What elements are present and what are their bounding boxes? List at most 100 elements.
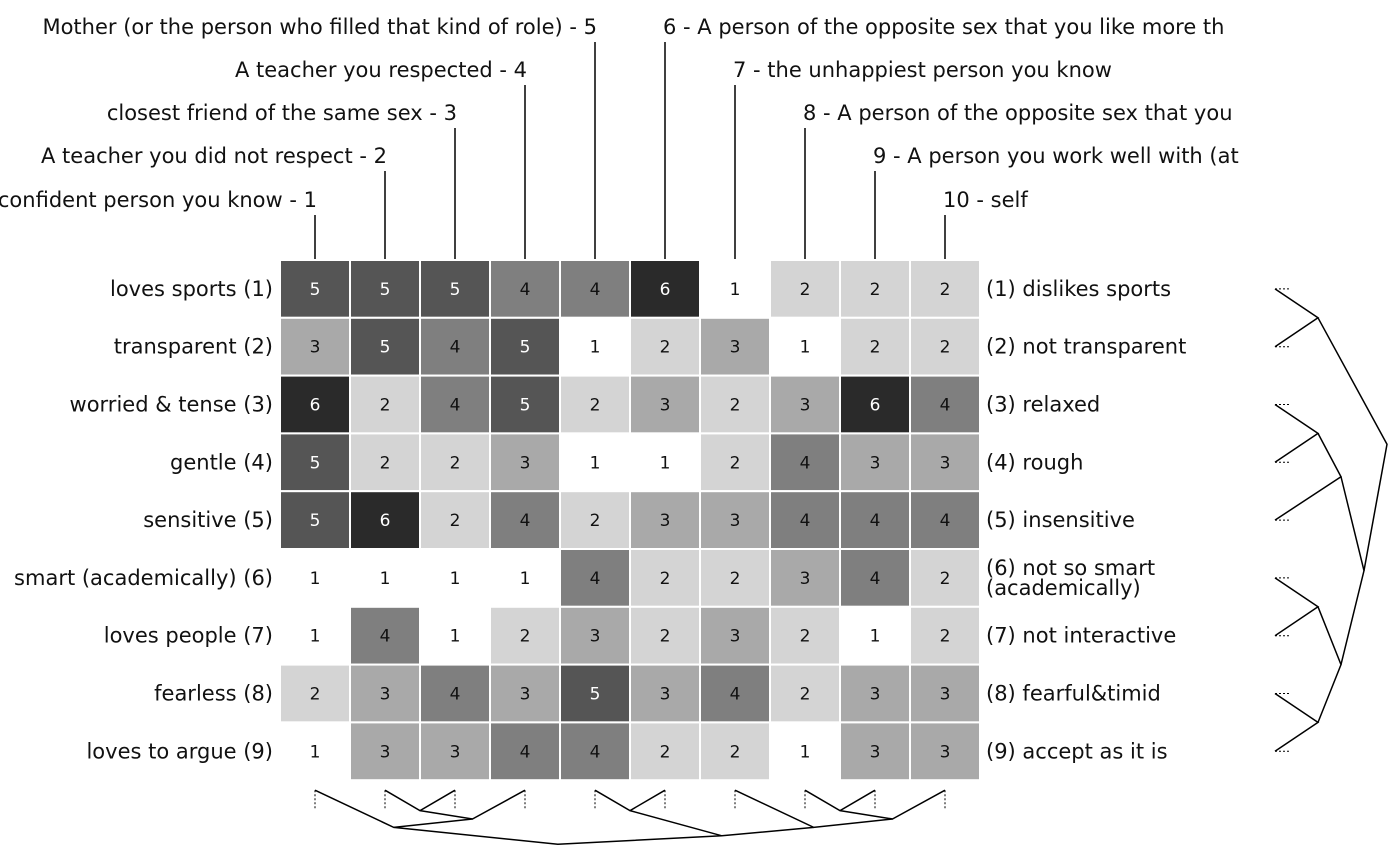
element-label: 6 - A person of the opposite sex that yo… xyxy=(663,15,1224,39)
cell-value: 2 xyxy=(800,280,811,300)
cell-value: 6 xyxy=(870,396,881,416)
cell-value: 3 xyxy=(870,453,881,473)
element-label: confident person you know - 1 xyxy=(0,188,317,212)
cell-value: 1 xyxy=(450,627,461,647)
heatmap-cell xyxy=(349,605,421,666)
right-construct-label: (4) rough xyxy=(986,450,1083,474)
cell-value: 2 xyxy=(450,511,461,531)
left-construct-label: loves people (7) xyxy=(104,624,273,648)
cell-value: 3 xyxy=(590,627,601,647)
cell-value: 4 xyxy=(590,742,601,762)
left-construct-label: sensitive (5) xyxy=(143,508,273,532)
cell-value: 2 xyxy=(800,685,811,705)
right-construct-label: (8) fearful&timid xyxy=(986,682,1161,706)
cell-value: 2 xyxy=(590,511,601,531)
cell-value: 1 xyxy=(590,453,601,473)
cell-value: 1 xyxy=(660,453,671,473)
heatmap-cell xyxy=(419,548,491,608)
heatmap-cell xyxy=(769,490,841,551)
heatmap-cell xyxy=(769,548,841,608)
cell-value: 2 xyxy=(590,396,601,416)
cell-value: 1 xyxy=(310,742,321,762)
cell-value: 4 xyxy=(590,280,601,300)
cell-value: 6 xyxy=(310,396,321,416)
left-construct-label: smart (academically) (6) xyxy=(14,566,273,590)
heatmap-cell xyxy=(699,721,771,782)
heatmap-cell xyxy=(489,548,561,608)
dendrogram-branch xyxy=(1274,433,1342,521)
element-label: 8 - A person of the opposite sex that yo… xyxy=(803,101,1233,125)
dendrogram-branch xyxy=(1274,288,1320,348)
cell-value: 3 xyxy=(940,742,951,762)
heatmap-cell xyxy=(769,432,841,493)
heatmap-cell xyxy=(279,663,351,724)
element-label: A teacher you respected - 4 xyxy=(235,58,527,82)
heatmap-cell xyxy=(559,605,631,666)
heatmap-cell xyxy=(909,663,981,724)
cell-value: 2 xyxy=(870,338,881,358)
heatmap-cell xyxy=(559,259,631,319)
heatmap-cell xyxy=(559,548,631,608)
cell-value: 5 xyxy=(450,280,461,300)
cell-value: 5 xyxy=(590,685,601,705)
heatmap-cell xyxy=(279,721,351,782)
heatmap-cell xyxy=(909,316,981,377)
cell-value: 2 xyxy=(800,627,811,647)
cell-value: 4 xyxy=(940,511,951,531)
left-construct-label: transparent (2) xyxy=(114,335,273,359)
cell-value: 3 xyxy=(520,685,531,705)
heatmap-cell xyxy=(769,316,841,377)
cell-value: 4 xyxy=(940,396,951,416)
dendrogram-branch xyxy=(1274,577,1320,637)
cell-value: 2 xyxy=(520,627,531,647)
cell-value: 3 xyxy=(380,685,391,705)
heatmap-cell xyxy=(349,663,421,724)
heatmap-cell xyxy=(769,721,841,782)
right-construct-label: (6) not so smart xyxy=(986,556,1155,580)
cell-value: 4 xyxy=(800,511,811,531)
left-construct-label: loves to argue (9) xyxy=(86,739,273,763)
heatmap-cell xyxy=(489,605,561,666)
heatmap-cell xyxy=(489,490,561,551)
cell-value: 2 xyxy=(730,569,741,589)
heatmap-cell xyxy=(839,259,911,319)
element-label: 9 - A person you work well with (at xyxy=(873,144,1239,168)
heatmap-cell xyxy=(489,721,561,782)
cell-value: 4 xyxy=(730,685,741,705)
heatmap-cell xyxy=(769,663,841,724)
cell-value: 2 xyxy=(870,280,881,300)
heatmap-cell xyxy=(279,548,351,608)
cell-value: 5 xyxy=(380,338,391,358)
dendrogram-branch xyxy=(1317,606,1342,723)
right-construct-label: (3) relaxed xyxy=(986,393,1100,417)
label-clip-mask xyxy=(1262,0,1400,225)
heatmap-cell xyxy=(839,432,911,493)
cell-value: 2 xyxy=(380,396,391,416)
left-construct-label: fearless (8) xyxy=(154,682,273,706)
cell-value: 1 xyxy=(450,569,461,589)
cell-value: 3 xyxy=(940,453,951,473)
heatmap-cell xyxy=(629,605,701,666)
cell-value: 1 xyxy=(380,569,391,589)
dendrogram-branch xyxy=(393,826,722,845)
heatmap-cell xyxy=(559,374,631,435)
heatmap-cell xyxy=(349,721,421,782)
cell-value: 4 xyxy=(520,280,531,300)
heatmap-cell xyxy=(769,374,841,435)
heatmap-cell xyxy=(489,374,561,435)
dendrogram-branch xyxy=(1274,403,1320,463)
dendrogram-branch xyxy=(839,789,946,820)
heatmap-cell xyxy=(559,721,631,782)
cell-value: 4 xyxy=(870,511,881,531)
element-label: 7 - the unhappiest person you know xyxy=(733,58,1112,82)
cell-value: 6 xyxy=(380,511,391,531)
heatmap-cell xyxy=(699,432,771,493)
heatmap-cell xyxy=(629,663,701,724)
cell-value: 2 xyxy=(450,453,461,473)
heatmap-cell xyxy=(489,259,561,319)
right-construct-label: (2) not transparent xyxy=(986,335,1186,359)
heatmap-cell xyxy=(419,605,491,666)
right-construct-label: (9) accept as it is xyxy=(986,739,1168,763)
cell-value: 4 xyxy=(450,396,461,416)
